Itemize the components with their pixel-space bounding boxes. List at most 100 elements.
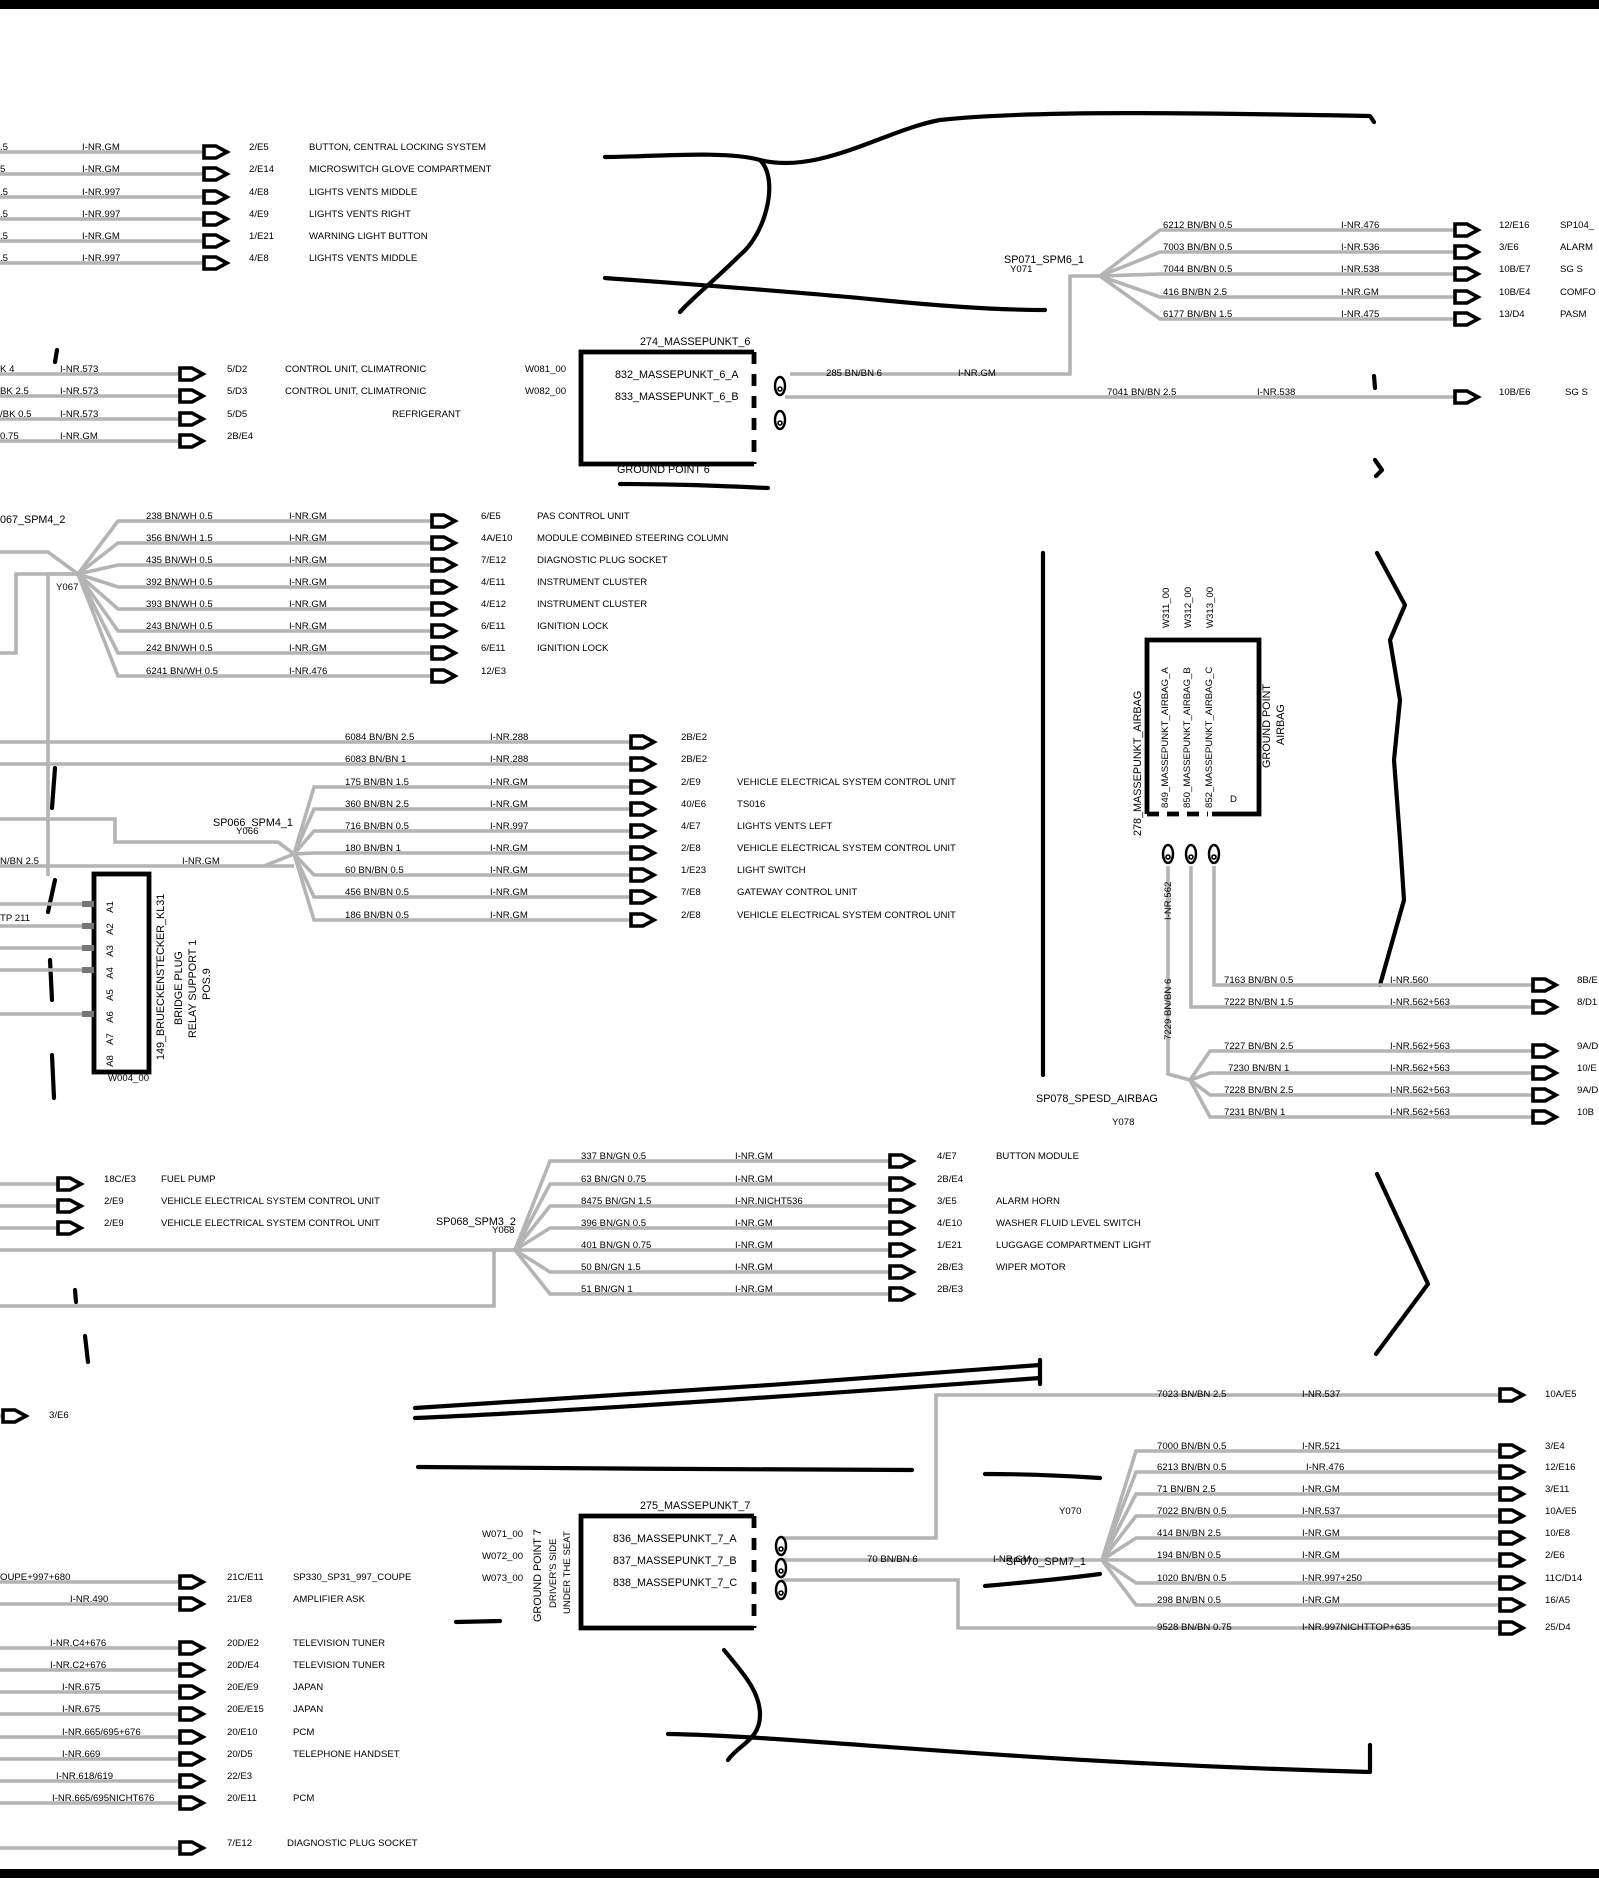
spm6-branch-wire [1098, 274, 1455, 321]
spm4-1-splice-code: Y066 [236, 826, 258, 837]
airbag-ref-label: 10/E [1577, 1063, 1597, 1074]
top-left-connector [202, 144, 231, 160]
spm4-2-inr-label: I-NR.GM [289, 621, 327, 632]
spm4-1-ref-label: 1/E23 [681, 865, 706, 876]
spm7-connector [1498, 1575, 1527, 1591]
spm3-ref-label: 3/E5 [937, 1196, 957, 1207]
climatronic-ref-label: 5/D2 [227, 364, 247, 375]
spm4-1-left-wire-label: N/BN 2.5 [0, 856, 39, 867]
airbag-connector [1531, 1065, 1560, 1081]
climatronic-inr-label: I-NR.573 [60, 364, 98, 375]
bridge-plug-relay: RELAY SUPPORT 1 [187, 940, 199, 1038]
spm4-2-inr-label: I-NR.GM [289, 577, 327, 588]
airbag-wire-label: 7222 BN/BN 1.5 [1224, 997, 1293, 1008]
top-left-inr-label: I-NR.997 [82, 209, 120, 220]
bottom-left-dest-label: SP330_SP31_997_COUPE [293, 1572, 411, 1583]
bottom-left-ref-label: 20/E11 [227, 1793, 257, 1804]
spm3-branch-wire [513, 1204, 890, 1252]
spm7-top-wire-label: 7023 BN/BN 2.5 [1157, 1389, 1226, 1400]
ground-point-7-box [578, 1513, 754, 1631]
spm7-bottom-wire-label: 9528 BN/BN 0.75 [1157, 1622, 1232, 1633]
spm3-ref-label: 2B/E4 [937, 1174, 964, 1185]
cut-mark [721, 1647, 763, 1763]
spm3-ref-label: 4/E7 [937, 1151, 957, 1162]
spm7-wire-label: 6213 BN/BN 0.5 [1157, 1462, 1226, 1473]
spm6-dest-label: PASM [1560, 309, 1586, 320]
bottom-left-ref-label: 20/D5 [227, 1749, 253, 1760]
top-left-wire-label: .5 [0, 231, 8, 242]
bottom-left-connector [178, 1773, 207, 1789]
spm3-wire-label: 8475 BN/GN 1.5 [581, 1196, 651, 1207]
spm7-top-connector [1498, 1387, 1527, 1403]
spm4-2-inr-label: I-NR.476 [289, 666, 327, 677]
spm3-inr-label: I-NR.GM [735, 1174, 773, 1185]
cut-mark [1372, 457, 1385, 479]
climatronic-ref-label: 5/D5 [227, 409, 247, 420]
bottom-left-ref-label: 20E/E15 [227, 1704, 264, 1715]
spm3-ref-label: 2B/E3 [937, 1284, 963, 1295]
spm4-2-connector [430, 513, 459, 529]
airbag-eyelet-c-hole [1211, 854, 1217, 860]
climatronic-wire-label: BK 2.5 [0, 386, 29, 397]
spm4-2-connector [430, 623, 459, 639]
spm4-2-splice-label: 067_SPM4_2 [0, 514, 65, 526]
spm6-inr-label: I-NR.536 [1341, 242, 1379, 253]
connectors [1, 144, 1560, 1856]
airbag-ref-label: 8/D1 [1577, 997, 1597, 1008]
airbag-connector [1531, 977, 1560, 993]
ground-point-7-w2: W072_00 [482, 1551, 523, 1562]
left-mid-ref-label: 2/E9 [104, 1218, 124, 1229]
airbag-branch-wire [1188, 1078, 1533, 1097]
climatronic-dest-label: REFRIGERANT [392, 409, 461, 420]
airbag-ref-label: 9A/D [1577, 1085, 1598, 1096]
spm7-connector [1498, 1530, 1527, 1546]
spm3-branch-wire [513, 1159, 890, 1251]
spm6-dest-label: SP104_ [1560, 220, 1595, 231]
ground-point-7-eyelet-a [774, 1535, 788, 1557]
spm4-2-inr-label: I-NR.GM [289, 511, 327, 522]
ground-point-7-inr-label: I-NR.GM [993, 1554, 1031, 1565]
spm4-1-inr-label: I-NR.997 [490, 821, 528, 832]
left-mid-connector [56, 1176, 85, 1192]
top-left-connector [202, 255, 231, 271]
spm4-1-inr-label: I-NR.GM [490, 777, 528, 788]
spm4-1-dest-label: LIGHT SWITCH [737, 865, 806, 876]
spm3-connector [888, 1286, 917, 1302]
bridge-plug-pin-stub [82, 923, 94, 929]
bridge-plug-desc: BRIDGE PLUG [173, 951, 185, 1025]
climatronic-connector [178, 411, 207, 427]
spm4-2-branch-wire [76, 573, 432, 678]
spm6-inr-label: I-NR.475 [1341, 309, 1379, 320]
top-left-ref-label: 4/E8 [249, 187, 269, 198]
spm3-connector [888, 1264, 917, 1280]
spm4-2-wire-label: 435 BN/WH 0.5 [146, 555, 213, 566]
top-left-ref-label: 1/E21 [249, 231, 274, 242]
climatronic-wire-label: 0.75 [0, 431, 19, 442]
spm7-ref-label: 12/E16 [1545, 1462, 1575, 1473]
spm3-branch-wire [513, 1182, 890, 1251]
ground-point-6-title: 274_MASSEPUNKT_6 [640, 336, 750, 348]
bottom-left-connector [178, 1795, 207, 1811]
climatronic-dest-label: CONTROL UNIT, CLIMATRONIC [285, 386, 426, 397]
spm7-branch-wire [1100, 1470, 1500, 1561]
climatronic-ref-label: 2B/E4 [227, 431, 254, 442]
spm4-2-dest-label: IGNITION LOCK [537, 643, 609, 654]
airbag-connector [1531, 1109, 1560, 1125]
spm7-bottom-wire [781, 1578, 1500, 1630]
left-mid-ref-label: 2/E9 [104, 1196, 124, 1207]
cut-mark [412, 1362, 1043, 1411]
spm4-2-connector [430, 601, 459, 617]
left-mid-dest-label: VEHICLE ELECTRICAL SYSTEM CONTROL UNIT [161, 1196, 380, 1207]
spm6-ref-label: 3/E6 [1499, 242, 1519, 253]
bottom-left-ref-label: 7/E12 [227, 1838, 252, 1849]
spm7-wire-label: 71 BN/BN 2.5 [1157, 1484, 1216, 1495]
top-left-ref-label: 2/E5 [249, 142, 269, 153]
bridge-plug-box [91, 871, 152, 1075]
spm7-inr-label: I-NR.GM [1302, 1484, 1340, 1495]
bridge-plug-pin-stub [82, 901, 94, 907]
top-left-inr-label: I-NR.997 [82, 253, 120, 264]
spm4-1-dest-label: VEHICLE ELECTRICAL SYSTEM CONTROL UNIT [737, 910, 956, 921]
top-left-ref-label: 4/E8 [249, 253, 269, 264]
spm4-1-connector [629, 889, 658, 905]
spm4-1-connector [629, 845, 658, 861]
